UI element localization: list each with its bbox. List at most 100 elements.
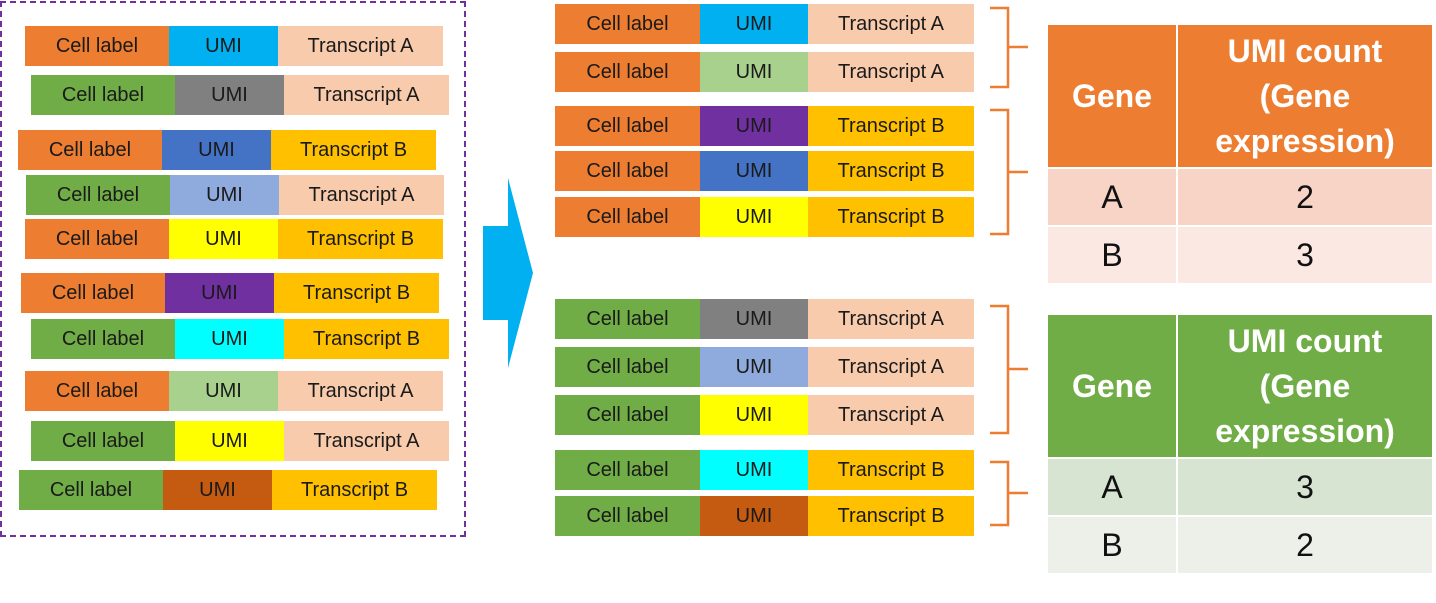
gene-cell: A [1048,169,1176,225]
cell-label-segment: Cell label [21,273,165,313]
transcript-segment: Transcript B [808,106,974,146]
umi-count-header-line-3: expression) [1215,412,1395,449]
transcript-segment: Transcript A [278,371,443,411]
transcript-segment: Transcript B [274,273,439,313]
umi-count-header-line-3: expression) [1215,122,1395,159]
cell-label-segment: Cell label [555,395,700,435]
umi-segment: UMI [170,175,279,215]
green-cell-umi-table: Gene UMI count (Gene expression) A 3 B 2 [1046,313,1434,575]
transcript-segment: Transcript B [271,130,436,170]
umi-segment: UMI [165,273,274,313]
umi-segment: UMI [169,219,278,259]
brace-orange-transcript-b [990,108,1028,236]
transcript-segment: Transcript A [284,75,449,115]
umi-segment: UMI [700,4,808,44]
gene-header: Gene [1048,25,1176,167]
cell-label-segment: Cell label [555,106,700,146]
umi-segment: UMI [700,299,808,339]
gene-header: Gene [1048,315,1176,457]
umi-count-header-line-1: UMI count [1227,322,1383,359]
transcript-segment: Transcript A [808,52,974,92]
cell-label-segment: Cell label [555,197,700,237]
umi-segment: UMI [700,197,808,237]
cell-label-segment: Cell label [555,4,700,44]
umi-count-header-line-2: (Gene [1259,77,1351,114]
transcript-segment: Transcript A [808,395,974,435]
gene-cell: A [1048,459,1176,515]
brace-green-transcript-b [990,460,1028,527]
cell-label-segment: Cell label [555,450,700,490]
cell-label-segment: Cell label [25,26,169,66]
cell-label-segment: Cell label [25,219,169,259]
transcript-segment: Transcript B [808,450,974,490]
transcript-segment: Transcript A [808,347,974,387]
transcript-segment: Transcript A [808,299,974,339]
transcript-segment: Transcript B [808,496,974,536]
right-arrow-icon [483,178,533,368]
umi-count-header: UMI count (Gene expression) [1178,315,1432,457]
brace-green-transcript-a [990,304,1028,435]
transcript-segment: Transcript B [284,319,449,359]
cell-label-segment: Cell label [555,151,700,191]
umi-segment: UMI [175,421,284,461]
cell-label-segment: Cell label [19,470,163,510]
cell-label-segment: Cell label [26,175,170,215]
transcript-segment: Transcript B [808,197,974,237]
table-row: A 2 [1048,169,1432,225]
cell-label-segment: Cell label [555,299,700,339]
umi-segment: UMI [700,151,808,191]
transcript-segment: Transcript A [279,175,444,215]
umi-segment: UMI [162,130,271,170]
gene-cell: B [1048,227,1176,283]
count-cell: 2 [1178,517,1432,573]
unsorted-reads-box [0,1,466,537]
umi-segment: UMI [175,75,284,115]
cell-label-segment: Cell label [555,52,700,92]
umi-segment: UMI [700,106,808,146]
count-cell: 3 [1178,227,1432,283]
cell-label-segment: Cell label [31,75,175,115]
cell-label-segment: Cell label [31,319,175,359]
umi-count-header-line-2: (Gene [1259,367,1351,404]
umi-count-header: UMI count (Gene expression) [1178,25,1432,167]
umi-segment: UMI [700,496,808,536]
count-cell: 3 [1178,459,1432,515]
table-row: B 2 [1048,517,1432,573]
transcript-segment: Transcript A [284,421,449,461]
orange-cell-umi-table: Gene UMI count (Gene expression) A 2 B 3 [1046,23,1434,285]
umi-segment: UMI [700,395,808,435]
count-cell: 2 [1178,169,1432,225]
transcript-segment: Transcript B [278,219,443,259]
transcript-segment: Transcript A [808,4,974,44]
umi-segment: UMI [700,52,808,92]
umi-count-header-line-1: UMI count [1227,32,1383,69]
umi-segment: UMI [169,26,278,66]
umi-segment: UMI [169,371,278,411]
umi-segment: UMI [700,347,808,387]
cell-label-segment: Cell label [555,496,700,536]
umi-segment: UMI [175,319,284,359]
transcript-segment: Transcript A [278,26,443,66]
umi-segment: UMI [700,450,808,490]
cell-label-segment: Cell label [31,421,175,461]
cell-label-segment: Cell label [25,371,169,411]
transcript-segment: Transcript B [272,470,437,510]
